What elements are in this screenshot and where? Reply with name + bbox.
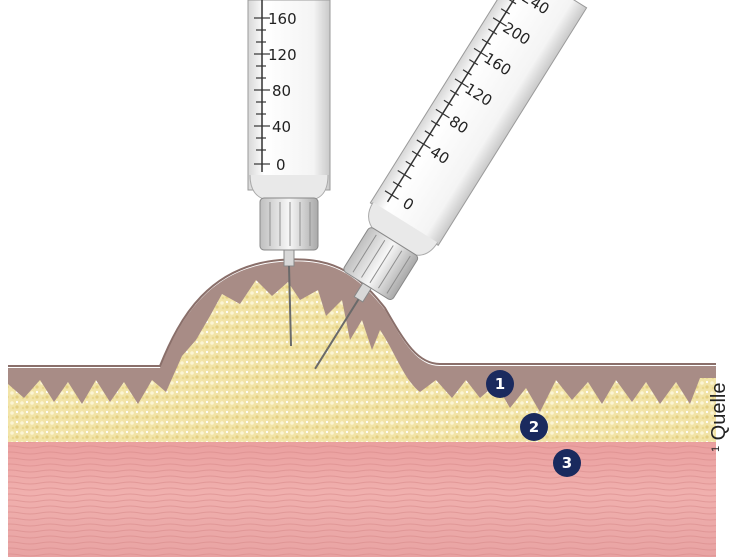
- vertical-scale-label: 40: [272, 118, 291, 136]
- svg-text:3: 3: [562, 454, 572, 472]
- vertical-scale-label: 160: [268, 10, 297, 28]
- badge-skin: 1: [486, 370, 514, 398]
- badge-fat: 2: [520, 413, 548, 441]
- source-note: 1 Quelle: [705, 352, 733, 452]
- vertical-scale-label: 0: [276, 156, 286, 174]
- vertical-scale-label: 80: [272, 82, 291, 100]
- source-text: Quelle: [708, 383, 730, 441]
- vertical-scale-label: 120: [268, 46, 297, 64]
- source-superscript: 1: [710, 446, 722, 452]
- badge-muscle: 3: [553, 449, 581, 477]
- svg-text:1: 1: [495, 375, 505, 393]
- svg-text:2: 2: [529, 418, 539, 436]
- muscle-layer: [8, 432, 716, 557]
